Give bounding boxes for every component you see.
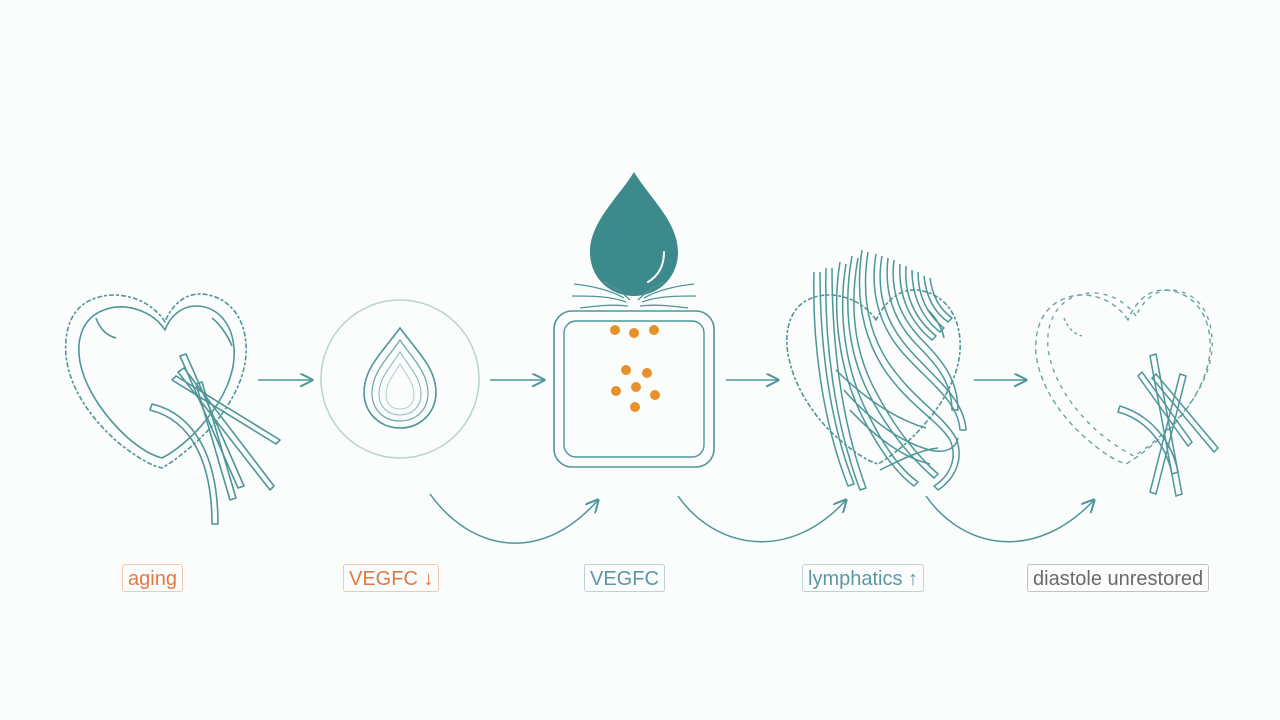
lymphatic-strands — [813, 249, 967, 491]
lymphatic-vessels-heart-icon — [786, 249, 967, 491]
curved-arrow-2 — [677, 495, 846, 543]
curved-arrow-3 — [925, 495, 1094, 543]
stage-label-vegfc-down: VEGFC ↓ — [343, 564, 440, 592]
tissue-box-inner — [563, 320, 705, 458]
vessel-bundle — [149, 353, 281, 525]
sparse-vessels — [1117, 353, 1220, 497]
absorption-lines — [571, 281, 697, 309]
stage-label-vegfc: VEGFC — [584, 564, 665, 592]
stage-label-aging: aging — [122, 564, 183, 592]
vegfc-delivery-icon — [553, 172, 715, 468]
vegfc-particles — [610, 325, 660, 412]
curved-arrows — [429, 493, 1094, 544]
low-vegfc-droplet-icon — [320, 299, 480, 459]
curved-arrow-1 — [429, 493, 598, 544]
stage-label-diastole-unrestored: diastole unrestored — [1027, 564, 1210, 592]
stage-label-lymphatics-up: lymphatics ↑ — [802, 564, 925, 592]
vegfc-drop — [590, 172, 678, 296]
aging-heart-icon — [64, 293, 281, 525]
faded-heart-icon — [1035, 289, 1220, 497]
tissue-box-outer — [553, 310, 715, 468]
